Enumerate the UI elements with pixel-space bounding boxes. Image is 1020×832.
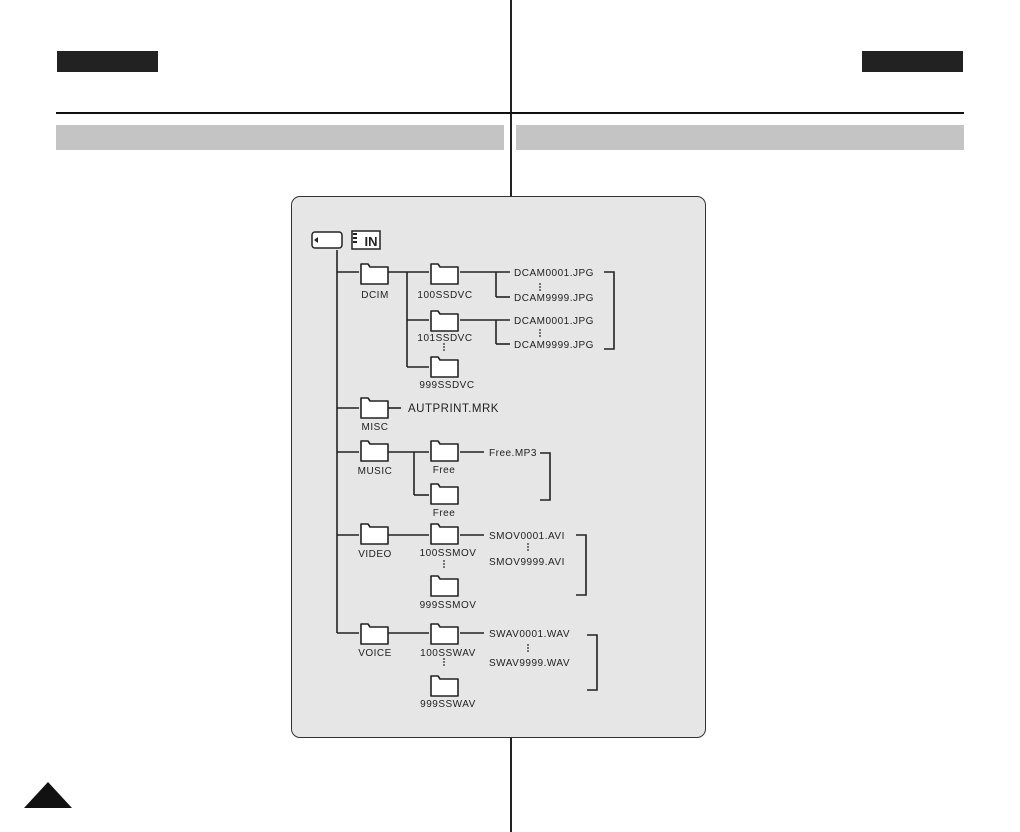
file-label: SMOV0001.AVI — [489, 531, 565, 542]
folder-icon — [431, 264, 458, 284]
subfolder-label: 999SSDVC — [419, 380, 474, 391]
memory-card-icon — [312, 232, 342, 248]
file-label: SWAV0001.WAV — [489, 629, 570, 640]
folder-icon — [431, 484, 458, 504]
subfolder-label: Free — [433, 465, 456, 476]
folder-icon — [361, 624, 388, 644]
folder-label-video: VIDEO — [358, 549, 392, 560]
folder-icon — [431, 624, 458, 644]
folder-label-misc: MISC — [362, 422, 389, 433]
file-label: DCAM0001.JPG — [514, 316, 594, 327]
folder-icon — [361, 398, 388, 418]
folder-icon — [431, 441, 458, 461]
folder-icon — [431, 576, 458, 596]
folder-icon — [361, 441, 388, 461]
file-label: DCAM0001.JPG — [514, 268, 594, 279]
subfolder-label: 999SSMOV — [420, 600, 477, 611]
folder-label-voice: VOICE — [358, 648, 392, 659]
file-label: SMOV9999.AVI — [489, 557, 565, 568]
folder-icon — [361, 524, 388, 544]
subfolder-label: 100SSWAV — [420, 648, 476, 659]
file-label: SWAV9999.WAV — [489, 658, 570, 669]
subfolder-label: Free — [433, 508, 456, 519]
folder-icon — [361, 264, 388, 284]
folder-icon — [431, 357, 458, 377]
subfolder-label: 999SSWAV — [420, 699, 476, 710]
file-label: DCAM9999.JPG — [514, 293, 594, 304]
folder-label-dcim: DCIM — [361, 290, 389, 301]
internal-memory-label: IN — [365, 234, 378, 249]
subfolder-label: 100SSDVC — [417, 290, 472, 301]
internal-memory-icon: IN — [352, 231, 380, 249]
folder-icon — [431, 676, 458, 696]
folder-icon — [431, 311, 458, 331]
file-label: DCAM9999.JPG — [514, 340, 594, 351]
subfolder-label: 100SSMOV — [420, 548, 477, 559]
subfolder-label: 101SSDVC — [417, 333, 472, 344]
file-label: AUTPRINT.MRK — [408, 403, 499, 415]
folder-icon — [431, 524, 458, 544]
folder-label-music: MUSIC — [358, 466, 393, 477]
file-label: Free.MP3 — [489, 448, 537, 459]
